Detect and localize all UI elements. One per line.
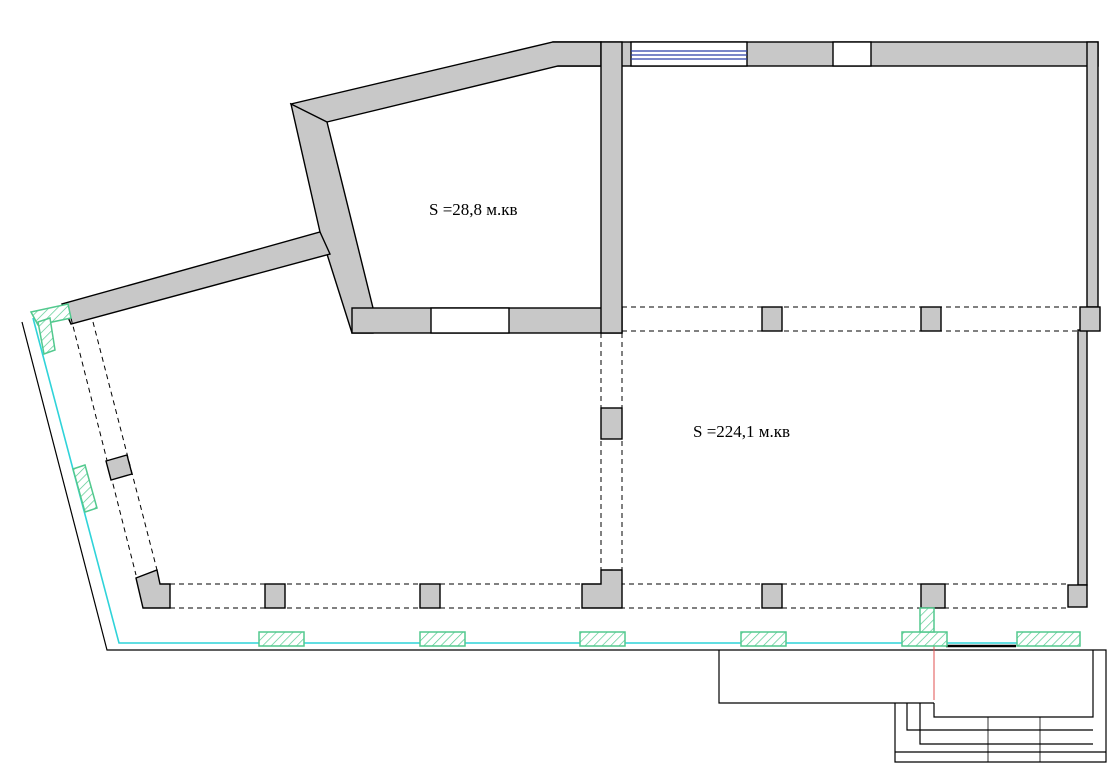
top-window: [630, 41, 748, 67]
step-1: [933, 650, 1094, 718]
porch-outline: [718, 650, 934, 704]
column: [264, 583, 286, 609]
column: [105, 454, 133, 481]
column: [761, 306, 783, 332]
column-junction: [581, 569, 623, 609]
column-corner: [135, 569, 171, 609]
partition-wall: [600, 41, 623, 334]
glazing-panel: [29, 303, 72, 326]
step-3: [919, 703, 1093, 745]
glazing-panel: [1016, 631, 1081, 647]
entrance-steps: [718, 649, 1107, 763]
column: [1079, 306, 1101, 332]
top-door-opening: [832, 41, 872, 67]
right-wall-foot: [1067, 584, 1088, 608]
glazing-panel: [72, 464, 98, 513]
beam-diagonal-inner: [92, 321, 158, 571]
column: [419, 583, 441, 609]
glazing-panel: [901, 631, 948, 647]
main-hall-area-label: S =224,1 м.кв: [693, 422, 790, 441]
glazing-panel: [419, 631, 466, 647]
beam-diagonal-outer: [70, 317, 137, 576]
outer-boundary: [21, 321, 1080, 651]
small-room-area-label: S =28,8 м.кв: [429, 200, 518, 219]
column: [600, 407, 623, 440]
glazing-panel: [579, 631, 626, 647]
glazing-panel: [37, 317, 56, 356]
glazing-panels: [29, 303, 1081, 647]
column: [920, 306, 942, 332]
openings: [430, 41, 872, 334]
step-2: [906, 703, 1093, 731]
columns: [105, 306, 1101, 609]
right-wall: [1086, 41, 1099, 308]
glazing-panel: [740, 631, 787, 647]
small-room-door-opening: [430, 307, 510, 334]
right-wall-lower: [1077, 329, 1088, 586]
glazing-panel: [919, 607, 935, 633]
small-room-left-wall: [289, 102, 374, 334]
column: [920, 583, 946, 609]
column: [761, 583, 783, 609]
glazing-panel: [258, 631, 305, 647]
porch-right: [894, 649, 1107, 763]
diagonal-top-wall: [289, 41, 602, 129]
walls: [61, 41, 1099, 608]
beam-lines: [70, 306, 1087, 609]
long-diagonal-wall: [61, 231, 331, 325]
